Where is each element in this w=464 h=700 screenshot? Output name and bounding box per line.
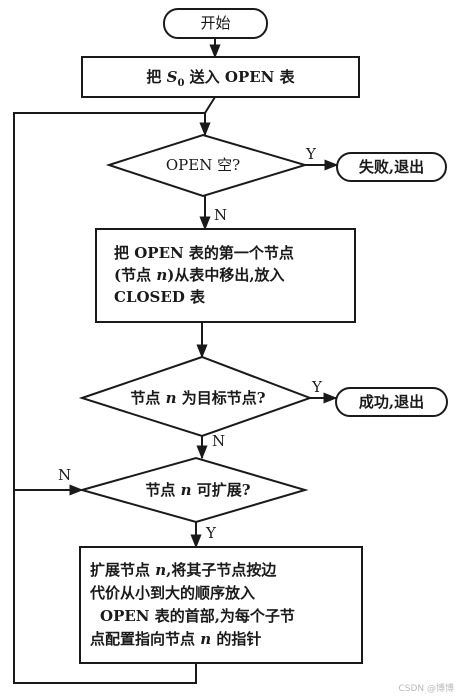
expand-line1-var: n [155, 561, 167, 579]
fail-exit-label: 失败,退出 [358, 158, 425, 176]
expandable-decision-shape [78, 456, 309, 524]
put-s0-subscript: 0 [177, 78, 185, 89]
expand-line3: OPEN 表的首部,为每个子节 [100, 607, 295, 625]
expand-line1-a: 扩展节点 [90, 561, 156, 579]
move-closed-line2-b: )从表中移出,放入 [167, 266, 285, 284]
expandable-prefix: 节点 [145, 481, 181, 499]
edge-label-is-goal-no: N [212, 432, 226, 450]
put-s0-symbol: S [166, 68, 178, 86]
watermark: CSDN @博博 [398, 684, 454, 694]
expandable-suffix: 可扩展? [191, 481, 251, 499]
success-exit-label: 成功,退出 [358, 393, 425, 411]
move-closed-line1: 把 OPEN 表的第一个节点 [114, 244, 294, 262]
edge-label-is-goal-yes: Y [312, 378, 322, 396]
expand-line2: 代价从小到大的顺序放入 [90, 584, 256, 602]
expandable-var: n [180, 481, 192, 499]
edge-label-open-empty-no: N [214, 206, 228, 224]
put-s0-label: 把 S0 送入 OPEN 表 [82, 66, 359, 95]
move-closed-label: 把 OPEN 表的第一个节点 (节点 n)从表中移出,放入 CLOSED 表 [114, 242, 294, 308]
expandable-label: 节点 n 可扩展? [120, 479, 276, 501]
arrow-expand-loop [13, 490, 197, 684]
edge-label-open-empty-yes: Y [306, 145, 316, 163]
is-goal-label: 节点 n 为目标节点? [100, 387, 296, 409]
is-goal-suffix: 为目标节点? [176, 389, 266, 407]
is-goal-var: n [165, 389, 177, 407]
move-closed-box [95, 228, 356, 323]
edge-label-expandable-yes: Y [206, 524, 216, 542]
is-goal-prefix: 节点 [130, 389, 166, 407]
expand-line1: 扩展节点 n,将其子节点按边 [90, 559, 295, 582]
start-label: 开始 [200, 14, 231, 32]
put-s0-suffix: 送入 OPEN 表 [184, 68, 295, 86]
move-closed-line2: (节点 n)从表中移出,放入 [114, 264, 294, 286]
put-s0-prefix: 把 [146, 68, 167, 86]
expand-line4: 点配置指向节点 n 的指针 [90, 628, 295, 651]
move-closed-line2-a: (节点 [114, 266, 157, 284]
arrow-expandable-no-loop [13, 112, 205, 496]
expand-label: 扩展节点 n,将其子节点按边 代价从小到大的顺序放入 OPEN 表的首部,为每个… [90, 559, 295, 651]
expand-line1-b: ,将其子节点按边 [166, 561, 277, 579]
move-closed-line3: CLOSED 表 [114, 288, 206, 306]
expand-line4-b: 的指针 [211, 630, 262, 648]
edge-label-expandable-no: N [58, 466, 72, 484]
move-closed-var: n [156, 266, 168, 284]
expand-line4-var: n [200, 630, 212, 648]
expand-box [79, 546, 363, 664]
expand-line4-a: 点配置指向节点 [90, 630, 201, 648]
arrow-put-to-loop [204, 96, 216, 114]
open-empty-label: OPEN 空? [165, 156, 241, 174]
